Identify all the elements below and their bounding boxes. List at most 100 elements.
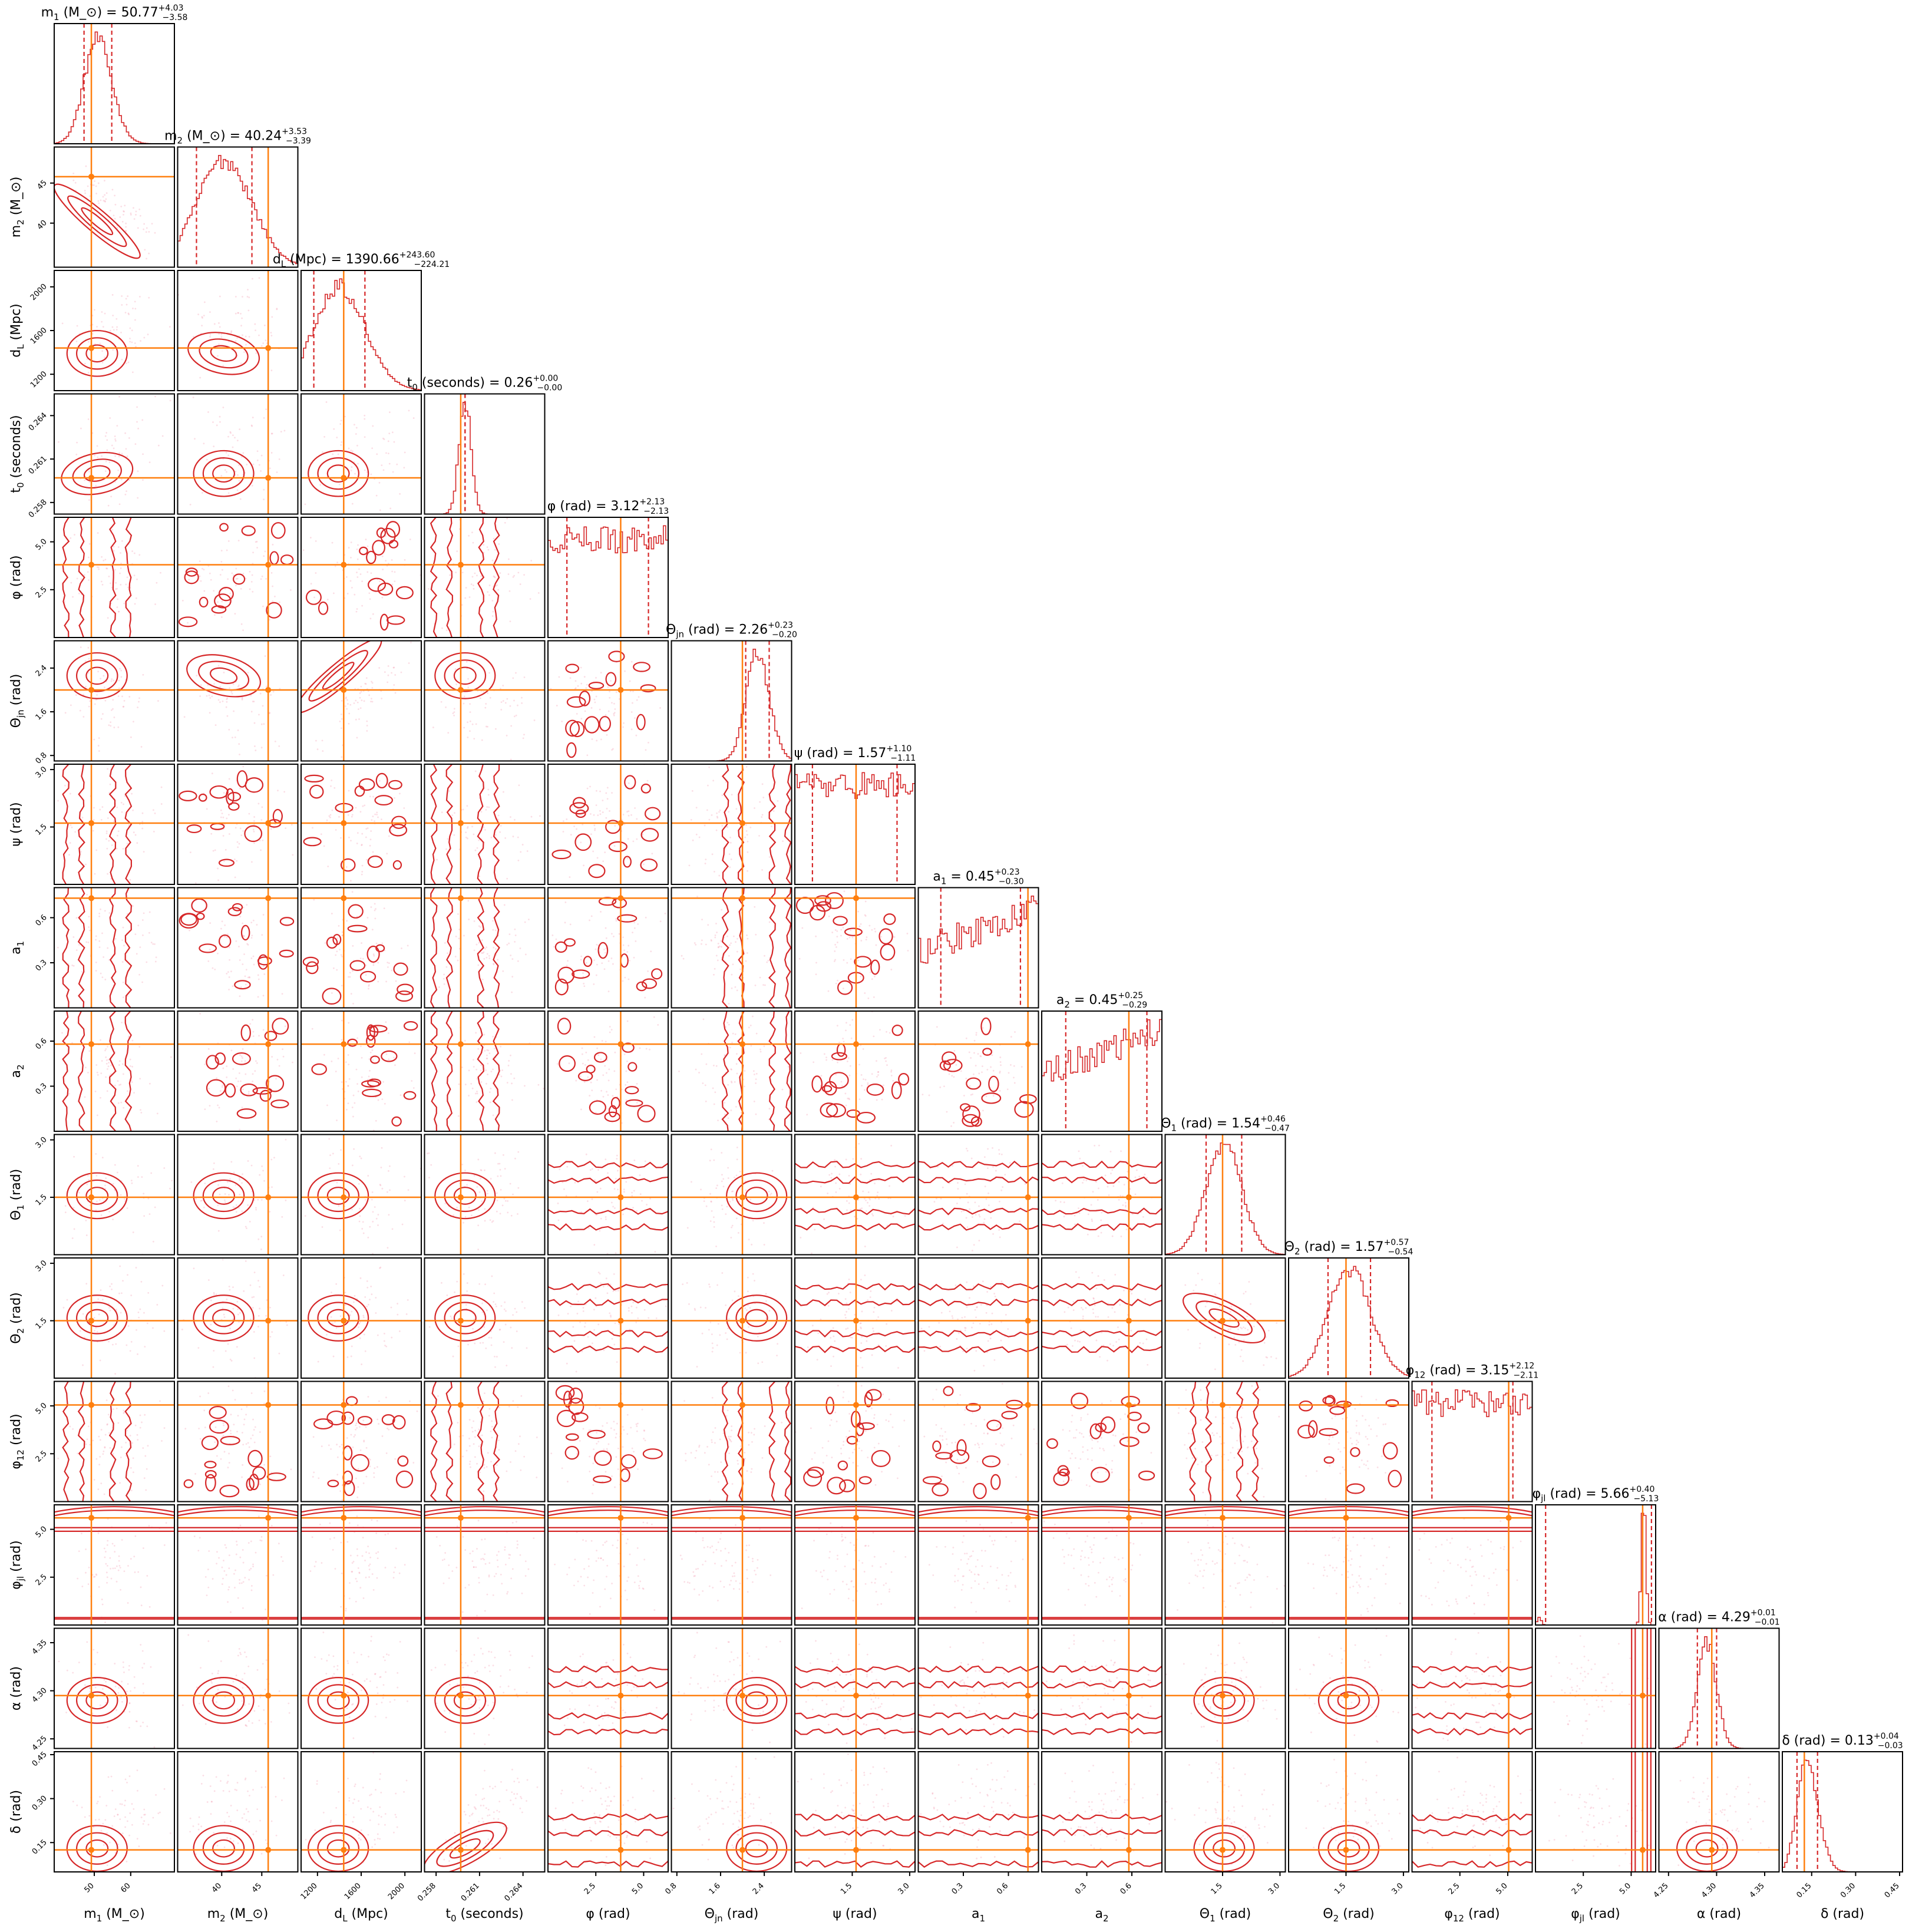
truth-marker	[341, 1194, 347, 1201]
contour-line	[588, 682, 605, 689]
contour-line	[551, 849, 572, 860]
sample-dot	[488, 1415, 490, 1417]
sample-dot	[1265, 1356, 1267, 1358]
sample-dot	[568, 1062, 570, 1065]
contour-line	[279, 949, 294, 958]
sample-dot	[681, 955, 683, 957]
sample-dot	[639, 1174, 641, 1176]
sample-dot	[394, 1064, 396, 1066]
sample-dot	[707, 784, 709, 787]
sample-dot	[966, 1193, 968, 1195]
sample-dot	[593, 698, 596, 701]
sample-dot	[1076, 1340, 1079, 1342]
sample-dot	[116, 587, 118, 590]
contour-line	[358, 778, 375, 791]
sample-dot	[255, 749, 257, 751]
sample-dot	[136, 578, 138, 580]
sample-dot	[365, 974, 367, 976]
sample-dot	[348, 547, 350, 549]
sample-dot	[863, 1078, 864, 1081]
sample-dot	[985, 1095, 988, 1098]
sample-dot	[262, 914, 265, 916]
panel-frame	[917, 1257, 1039, 1379]
sample-dot	[222, 1434, 224, 1436]
sample-dot	[116, 606, 118, 608]
sample-dot	[106, 439, 108, 441]
y-tick-label: 0.8	[34, 751, 49, 765]
sample-dot	[204, 1108, 206, 1111]
sample-dot	[1240, 1349, 1243, 1351]
sample-dot	[453, 1443, 455, 1445]
sample-dot	[36, 874, 38, 876]
sample-dot	[235, 577, 237, 580]
sample-dot	[838, 1041, 840, 1043]
sample-dot	[682, 1283, 684, 1286]
sample-dot	[646, 1204, 648, 1206]
sample-dot	[953, 1122, 955, 1124]
contour-line	[1208, 1308, 1240, 1328]
sample-dot	[346, 1356, 349, 1358]
sample-dot	[956, 1203, 958, 1204]
sample-dot	[225, 706, 227, 708]
panel-frame	[54, 1381, 175, 1502]
sample-dot	[486, 946, 488, 949]
sample-dot	[391, 431, 394, 434]
sample-dot	[110, 1064, 112, 1066]
sample-dot	[759, 1051, 762, 1053]
sample-dot	[493, 1301, 495, 1303]
sample-dot	[70, 824, 72, 826]
sample-dot	[108, 1303, 110, 1305]
sample-dot	[539, 815, 541, 817]
sample-dot	[696, 1366, 698, 1368]
contour-line	[77, 1381, 85, 1502]
sample-dot	[393, 441, 395, 443]
sample-dot	[648, 1317, 650, 1319]
sample-dot	[977, 1053, 979, 1055]
sample-dot	[581, 1053, 583, 1055]
sample-dot	[194, 882, 197, 884]
sample-dot	[581, 1350, 583, 1353]
sample-dot	[104, 1446, 106, 1448]
sample-dot	[518, 784, 520, 787]
sample-dot	[492, 1068, 494, 1071]
sample-dot	[209, 949, 211, 951]
sample-dot	[155, 956, 157, 959]
sample-dot	[263, 973, 266, 975]
sample-dot	[154, 943, 156, 945]
sample-dot	[237, 685, 239, 688]
contour-line	[795, 1176, 915, 1184]
sample-dot	[331, 913, 333, 914]
sample-dot	[88, 499, 90, 501]
sample-dot	[976, 1306, 977, 1309]
truth-marker	[457, 1194, 464, 1201]
sample-dot	[457, 1422, 459, 1424]
sample-dot	[391, 672, 392, 674]
sample-dot	[110, 496, 113, 498]
sample-dot	[610, 1201, 613, 1204]
sample-dot	[105, 432, 108, 434]
sample-dot	[356, 1496, 359, 1498]
sample-dot	[738, 1295, 739, 1297]
sample-dot	[221, 1086, 223, 1088]
sample-dot	[483, 544, 485, 546]
sample-dot	[721, 1180, 723, 1183]
sample-dot	[189, 929, 190, 932]
sample-dot	[94, 703, 96, 705]
sample-dot	[1074, 1214, 1076, 1217]
sample-dot	[99, 1359, 101, 1362]
sample-dot	[711, 853, 714, 856]
sample-dot	[237, 312, 240, 314]
sample-dot	[78, 1191, 80, 1194]
sample-dot	[259, 1286, 260, 1288]
sample-dot	[726, 1338, 728, 1340]
sample-dot	[999, 1072, 1001, 1074]
sample-dot	[1234, 1344, 1237, 1346]
sample-dot	[102, 196, 104, 198]
sample-dot	[761, 783, 764, 785]
contour-line	[557, 1018, 572, 1035]
contour-line	[403, 1021, 418, 1031]
sample-dot	[203, 569, 205, 571]
sample-dot	[523, 1455, 526, 1458]
sample-dot	[350, 993, 352, 995]
sample-dot	[499, 1213, 501, 1215]
